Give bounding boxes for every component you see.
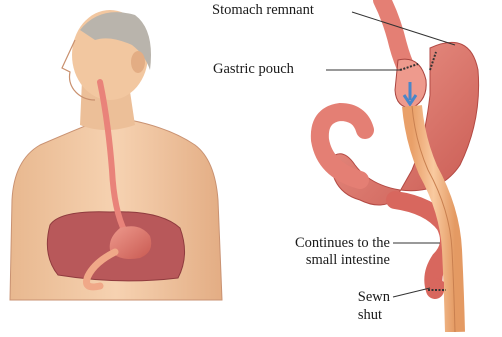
ear [131, 51, 145, 73]
person-figure [10, 10, 222, 300]
label-stomach-remnant: Stomach remnant [212, 2, 314, 18]
label-continues-line2: small intestine [262, 252, 390, 268]
bypass-detail [320, 0, 479, 332]
leader-sewn [393, 288, 430, 297]
label-sewn-line2: shut [330, 307, 382, 323]
label-sewn-line1: Sewn [330, 289, 390, 305]
label-gastric-pouch: Gastric pouch [213, 61, 294, 77]
label-continues-line1: Continues to the [262, 235, 390, 251]
